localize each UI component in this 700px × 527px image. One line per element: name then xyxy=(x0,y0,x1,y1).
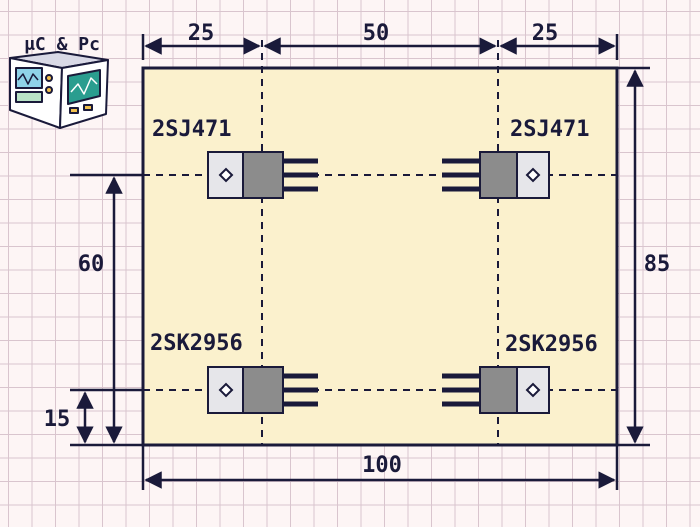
dim-top-middle: 50 xyxy=(363,21,390,46)
oscilloscope-cube-icon xyxy=(9,51,109,129)
label-bottom-right-transistor: 2SK2956 xyxy=(505,332,598,357)
top-dimension-lines xyxy=(141,34,619,60)
label-bottom-left-transistor: 2SK2956 xyxy=(150,331,243,356)
transistor-bottom-right xyxy=(442,366,550,414)
dim-bottom-width: 100 xyxy=(362,453,402,478)
dim-left-offset: 15 xyxy=(44,407,71,432)
transistor-top-right xyxy=(442,151,550,199)
bottom-dimension-line xyxy=(141,445,619,490)
label-top-left-transistor: 2SJ471 xyxy=(152,117,231,142)
transistor-top-left xyxy=(207,151,318,199)
dim-top-right: 25 xyxy=(532,21,559,46)
logo-text: μC & Pc xyxy=(24,34,100,55)
dim-top-left: 25 xyxy=(188,21,215,46)
dim-left-spacing: 60 xyxy=(78,252,105,277)
transistor-bottom-left xyxy=(207,366,318,414)
label-top-right-transistor: 2SJ471 xyxy=(510,117,589,142)
right-dimension-line xyxy=(617,66,650,447)
left-dimension-lines xyxy=(70,173,143,447)
dim-right-height: 85 xyxy=(644,252,671,277)
site-logo: μC & Pc xyxy=(9,34,109,129)
